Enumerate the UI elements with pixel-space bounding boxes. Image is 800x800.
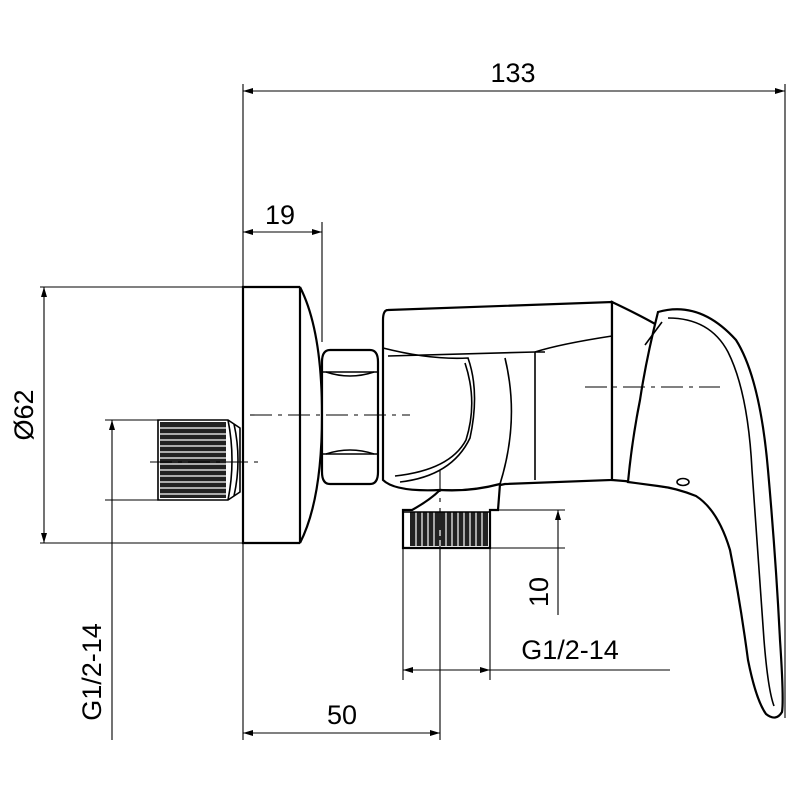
outlet-thread bbox=[401, 482, 502, 550]
dim-outlet-depth: 10 bbox=[524, 577, 554, 607]
dim-outlet-thread: G1/2-14 bbox=[521, 635, 619, 665]
dim-wall-offset: 19 bbox=[265, 200, 295, 230]
dim-overall-length: 133 bbox=[490, 58, 535, 88]
dim-outlet-offset: 50 bbox=[327, 700, 357, 730]
inlet-thread bbox=[157, 419, 241, 501]
dim-flange-diameter: Ø62 bbox=[9, 389, 39, 440]
center-lines bbox=[150, 386, 720, 560]
lever-handle bbox=[610, 300, 784, 719]
dimension-lines bbox=[41, 88, 785, 740]
dimension-labels: 133 19 Ø62 G1/2-14 10 G1/2-14 50 bbox=[9, 58, 619, 730]
hex-nut bbox=[320, 348, 380, 486]
valve-body bbox=[381, 300, 614, 492]
dim-inlet-thread: G1/2-14 bbox=[77, 623, 107, 721]
